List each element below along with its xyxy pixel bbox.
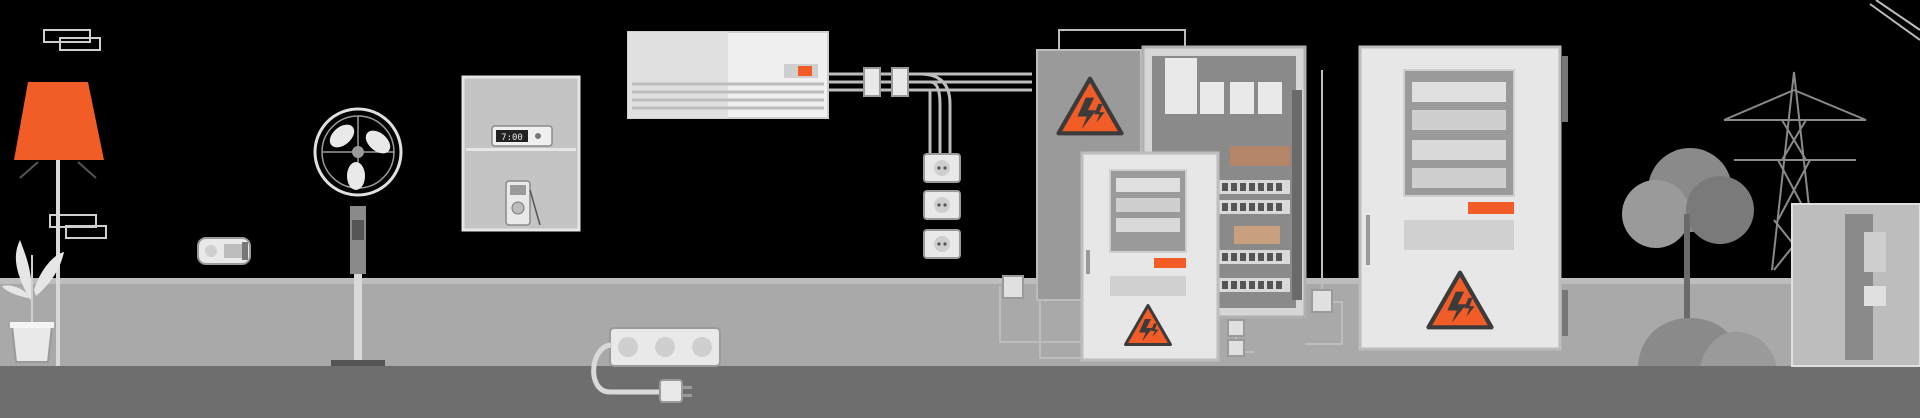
air-conditioner — [627, 31, 829, 119]
power-pylon — [1723, 71, 1867, 271]
floor — [0, 366, 1920, 418]
conduit-lines — [999, 70, 1343, 359]
tree — [1622, 148, 1776, 366]
front-cabinet-label — [1154, 258, 1186, 268]
cable-bundle — [828, 67, 1032, 156]
multimeter-icon — [505, 180, 541, 226]
lamp-shade — [14, 82, 104, 160]
standing-fan — [313, 107, 403, 366]
power-strip — [591, 327, 721, 403]
wall-shelf: 7:00 — [461, 75, 581, 232]
ac-display — [798, 66, 812, 76]
tall-cabinet-label — [1468, 202, 1514, 214]
potted-plant — [2, 240, 64, 363]
edge-cabinet — [1791, 0, 1920, 367]
lower-wall-band — [0, 278, 1920, 368]
tall-right-cabinet — [1358, 45, 1568, 351]
plug-in-timer — [197, 237, 251, 265]
wall-outlet-stack — [923, 153, 961, 259]
front-cabinet — [1080, 151, 1220, 362]
alarm-clock-time: 7:00 — [501, 133, 523, 143]
alarm-clock: 7:00 — [491, 125, 553, 147]
